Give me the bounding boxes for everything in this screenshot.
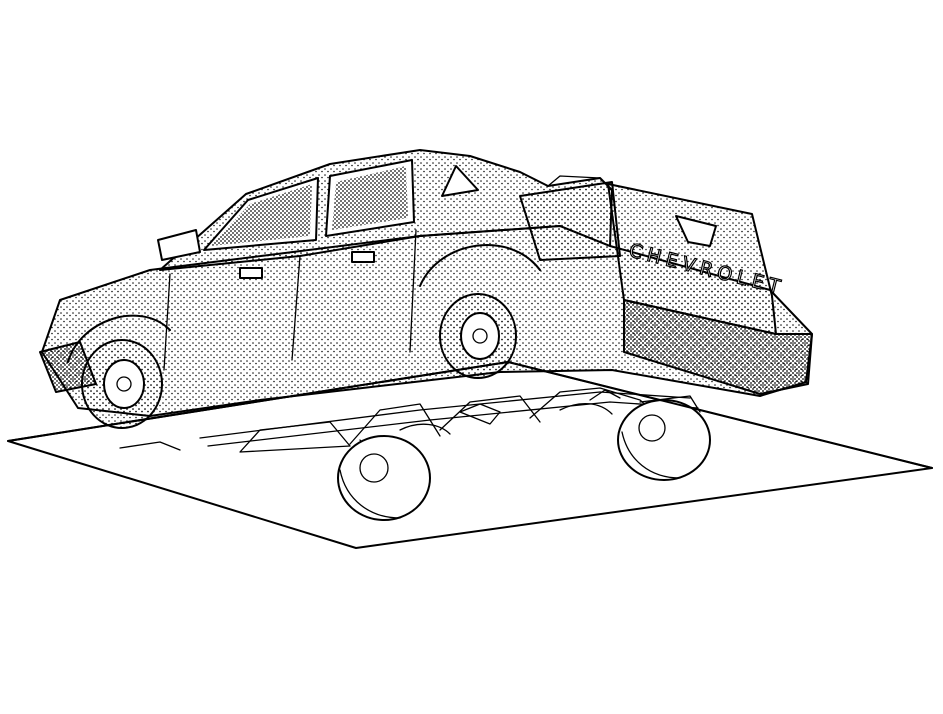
front-door-handle (239, 267, 263, 279)
tailgate: CHEVROLET (607, 183, 788, 335)
rear-wheel (439, 293, 517, 379)
side-mirror (157, 229, 201, 261)
door-lines (163, 229, 417, 371)
tailgate-handle (675, 215, 717, 247)
front-wheel-arch (67, 314, 171, 363)
rear-door-handle (351, 251, 375, 263)
front-wheel (81, 339, 163, 429)
rear-wheel-underside (617, 399, 711, 481)
plane-front-edge (7, 361, 933, 469)
rear-door-window (325, 159, 415, 237)
rear-bumper (623, 299, 813, 395)
midgate-window (441, 165, 479, 197)
rear-wheel-arch (419, 244, 541, 287)
front-wheel-underside (337, 435, 431, 521)
front-door-window (203, 177, 319, 251)
